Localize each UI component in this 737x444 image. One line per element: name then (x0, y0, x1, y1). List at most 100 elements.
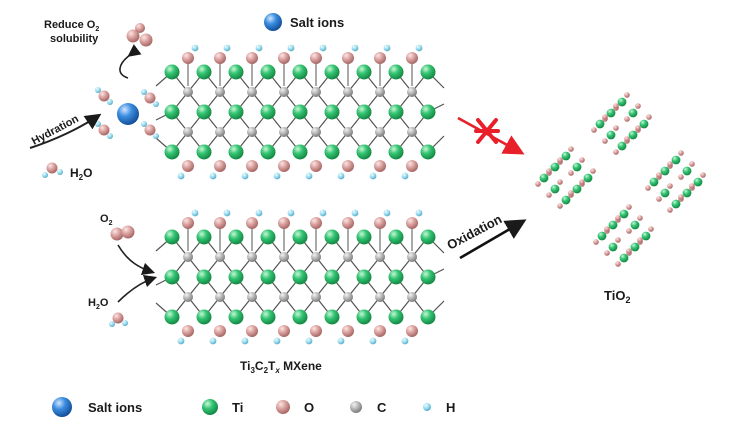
oxygen-atom (110, 227, 124, 241)
titanium-atom (228, 64, 244, 80)
titanium-atom (606, 130, 616, 140)
oxygen-atom (579, 157, 585, 163)
oxygen-atom (613, 103, 619, 109)
titanium-atom (196, 269, 212, 285)
carbon-atom (247, 87, 257, 97)
salt-ions-top-label: Salt ions (290, 15, 344, 30)
hydrogen-atom (273, 172, 281, 180)
titanium-atom (420, 144, 436, 160)
h2o-bottom-label: H2O (88, 297, 109, 311)
oxygen-atom (568, 146, 574, 152)
titanium-atom (260, 309, 276, 325)
oxygen-atom (678, 174, 684, 180)
titanium-atom (608, 242, 618, 252)
carbon-atom (343, 252, 353, 262)
carbon-atom (375, 87, 385, 97)
hydrogen-atom (209, 172, 217, 180)
titanium-atom (630, 242, 640, 252)
titanium-atom (228, 269, 244, 285)
titanium-atom (420, 269, 436, 285)
titanium-atom (324, 229, 340, 245)
titanium-atom (292, 229, 308, 245)
legend-h-label: H (446, 400, 455, 415)
titanium-atom (292, 269, 308, 285)
oxygen-atom (374, 160, 386, 172)
titanium-atom (639, 119, 649, 129)
oxygen-atom (310, 325, 322, 337)
oxygen-atom (637, 215, 643, 221)
titanium-atom (649, 177, 659, 187)
oxygen-atom (126, 29, 140, 43)
legend-salt-label: Salt ions (88, 400, 142, 415)
oxygen-atom (667, 207, 673, 213)
titanium-atom (196, 229, 212, 245)
h2o-top-label: H2O (70, 166, 92, 182)
carbon-atom (215, 252, 225, 262)
oxygen-atom (613, 125, 619, 131)
oxygen-atom (374, 217, 386, 229)
titanium-atom (628, 108, 638, 118)
titanium-atom (550, 184, 560, 194)
titanium-atom (420, 104, 436, 120)
carbon-atom (279, 252, 289, 262)
oxygen-atom (615, 261, 621, 267)
hydrogen-atom (177, 172, 185, 180)
titanium-atom (292, 64, 308, 80)
oxygen-atom (604, 226, 610, 232)
carbon-atom (247, 252, 257, 262)
oxygen-atom (613, 149, 619, 155)
carbon-atom (311, 252, 321, 262)
titanium-atom (228, 144, 244, 160)
oxygen-atom (406, 325, 418, 337)
carbon-atom (311, 127, 321, 137)
hydrogen-atom (241, 172, 249, 180)
titanium-atom (324, 104, 340, 120)
titanium-atom (196, 144, 212, 160)
legend-ti-icon (202, 399, 218, 415)
oxidation-arrow (459, 219, 527, 260)
oxygen-atom (579, 179, 585, 185)
oxygen-atom (593, 239, 599, 245)
titanium-atom (420, 309, 436, 325)
oxygen-atom (624, 136, 630, 142)
titanium-atom (196, 104, 212, 120)
oxygen-atom (214, 52, 226, 64)
carbon-atom (183, 87, 193, 97)
titanium-atom (388, 104, 404, 120)
titanium-atom (164, 144, 180, 160)
hydrogen-atom (107, 133, 113, 139)
oxygen-atom (546, 168, 552, 174)
legend: Salt ions Ti O C H (52, 397, 455, 417)
titanium-atom (561, 195, 571, 205)
hydrogen-atom (369, 172, 377, 180)
oxidation-label: Oxidation (444, 211, 504, 252)
carbon-atom (279, 87, 289, 97)
oxygen-atom (406, 217, 418, 229)
oxygen-atom (342, 325, 354, 337)
titanium-atom (583, 173, 593, 183)
titanium-atom (164, 309, 180, 325)
titanium-atom (420, 229, 436, 245)
oxygen-atom (535, 181, 541, 187)
oxygen-atom (635, 103, 641, 109)
carbon-atom (247, 127, 257, 137)
hydrogen-atom (95, 121, 101, 127)
hydrogen-atom (141, 121, 147, 127)
titanium-atom (388, 144, 404, 160)
titanium-atom (164, 104, 180, 120)
hydrogen-atom (415, 44, 423, 52)
oxygen-atom (637, 237, 643, 243)
legend-ti-label: Ti (232, 400, 243, 415)
oxygen-atom (590, 168, 596, 174)
oxygen-atom (214, 217, 226, 229)
titanium-atom (682, 188, 692, 198)
oxygen-atom (602, 138, 608, 144)
hydrogen-atom (107, 99, 113, 105)
titanium-atom (356, 229, 372, 245)
titanium-atom (356, 309, 372, 325)
hydrogen-atom (95, 87, 101, 93)
oxygen-atom (342, 217, 354, 229)
oxygen-atom (626, 248, 632, 254)
